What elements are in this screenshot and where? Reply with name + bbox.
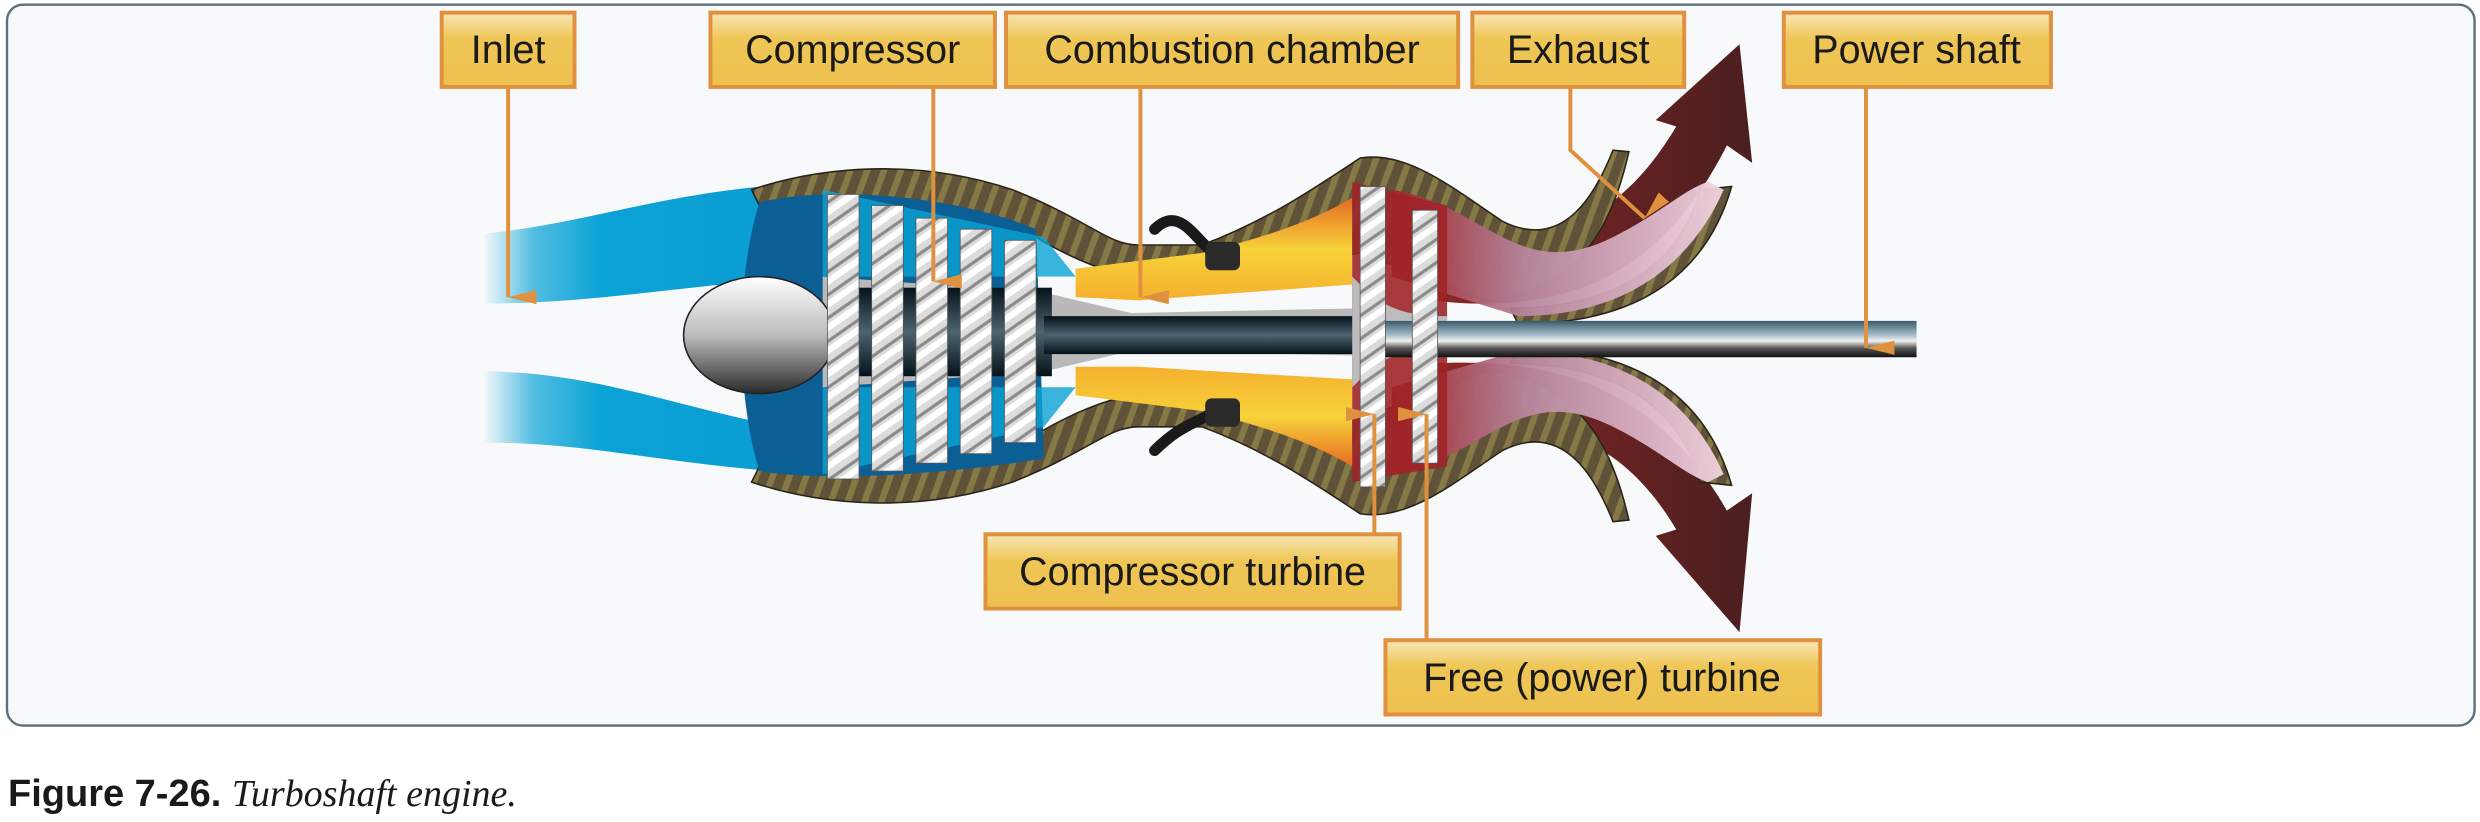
label-free-power-turbine: Free (power) turbine	[1383, 638, 1823, 717]
fuel-injector-lower	[1205, 398, 1240, 427]
fuel-injector-upper	[1205, 241, 1240, 271]
label-power-shaft-text: Power shaft	[1812, 28, 2021, 72]
compressor-blades	[827, 194, 1037, 480]
label-combustion-chamber: Combustion chamber	[1004, 10, 1461, 89]
label-compressor-turbine-text: Compressor turbine	[1019, 550, 1366, 594]
exhaust-leader	[1568, 86, 1670, 220]
label-power-shaft: Power shaft	[1781, 10, 2053, 89]
combustion-chamber-upper	[1075, 197, 1353, 301]
figure-number: Figure 7-26.	[8, 773, 222, 815]
label-inlet: Inlet	[439, 10, 577, 89]
diagram-frame	[5, 3, 2476, 727]
label-inlet-text: Inlet	[471, 28, 546, 72]
figure-title: Turboshaft engine.	[231, 773, 517, 815]
label-exhaust-text: Exhaust	[1507, 28, 1650, 72]
label-compressor: Compressor	[708, 10, 997, 89]
label-exhaust: Exhaust	[1470, 10, 1687, 89]
inlet-airflow-upper	[482, 181, 823, 304]
inlet-airflow-lower	[482, 371, 823, 475]
label-free-power-turbine-text: Free (power) turbine	[1423, 656, 1781, 700]
label-compressor-text: Compressor	[745, 28, 960, 72]
inlet-spinner	[682, 275, 837, 395]
fuel-nozzle-upper	[1149, 215, 1216, 256]
label-combustion-chamber-text: Combustion chamber	[1044, 28, 1419, 72]
exhaust-flow-arrow-upper	[1431, 44, 1753, 304]
label-compressor-turbine: Compressor turbine	[983, 532, 1402, 611]
exhaust-gas-upper	[1391, 181, 1724, 317]
compressor-turbine-shaft	[1043, 316, 1392, 355]
figure-caption: Figure 7-26. Turboshaft engine.	[8, 772, 517, 816]
power-shaft	[1375, 320, 1917, 358]
combustion-chamber-lower	[1075, 366, 1353, 467]
exhaust-gas-lower	[1391, 350, 1724, 483]
